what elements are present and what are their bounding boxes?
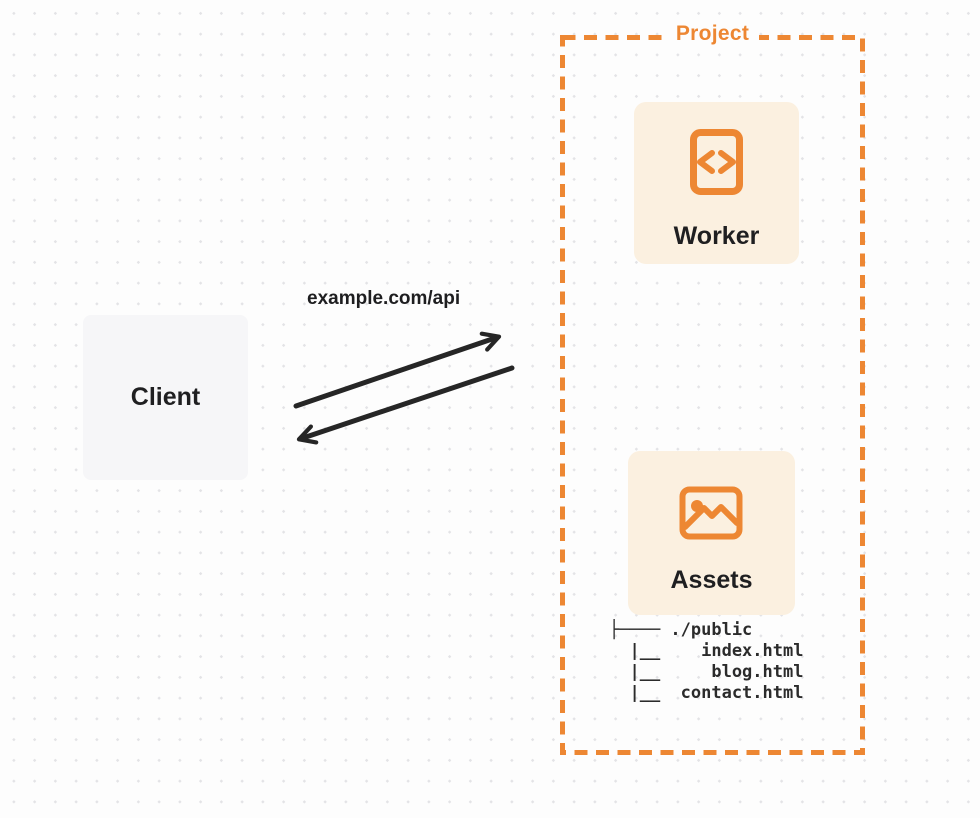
- file-tree-line-public: ├──── ./public: [609, 620, 753, 640]
- code-icon: [690, 129, 743, 195]
- file-tree-line-index: |__ index.html: [609, 641, 804, 661]
- worker-node: Worker: [634, 102, 799, 264]
- file-tree-line-contact: |__ contact.html: [609, 683, 804, 703]
- assets-label: Assets: [670, 566, 753, 594]
- request-arrow: [293, 331, 502, 409]
- project-boundary: [560, 35, 865, 755]
- client-label: Client: [130, 383, 201, 411]
- request-url-label: example.com/api: [307, 288, 461, 309]
- image-icon: [679, 486, 743, 540]
- assets-node: Assets: [628, 451, 795, 615]
- file-tree-line-blog: |__ blog.html: [609, 662, 804, 682]
- response-arrow: [296, 365, 515, 445]
- file-tree: ├──── ./public |__ index.html |__ blog.h…: [609, 620, 803, 704]
- worker-label: Worker: [673, 222, 760, 250]
- client-node: Client: [83, 315, 248, 480]
